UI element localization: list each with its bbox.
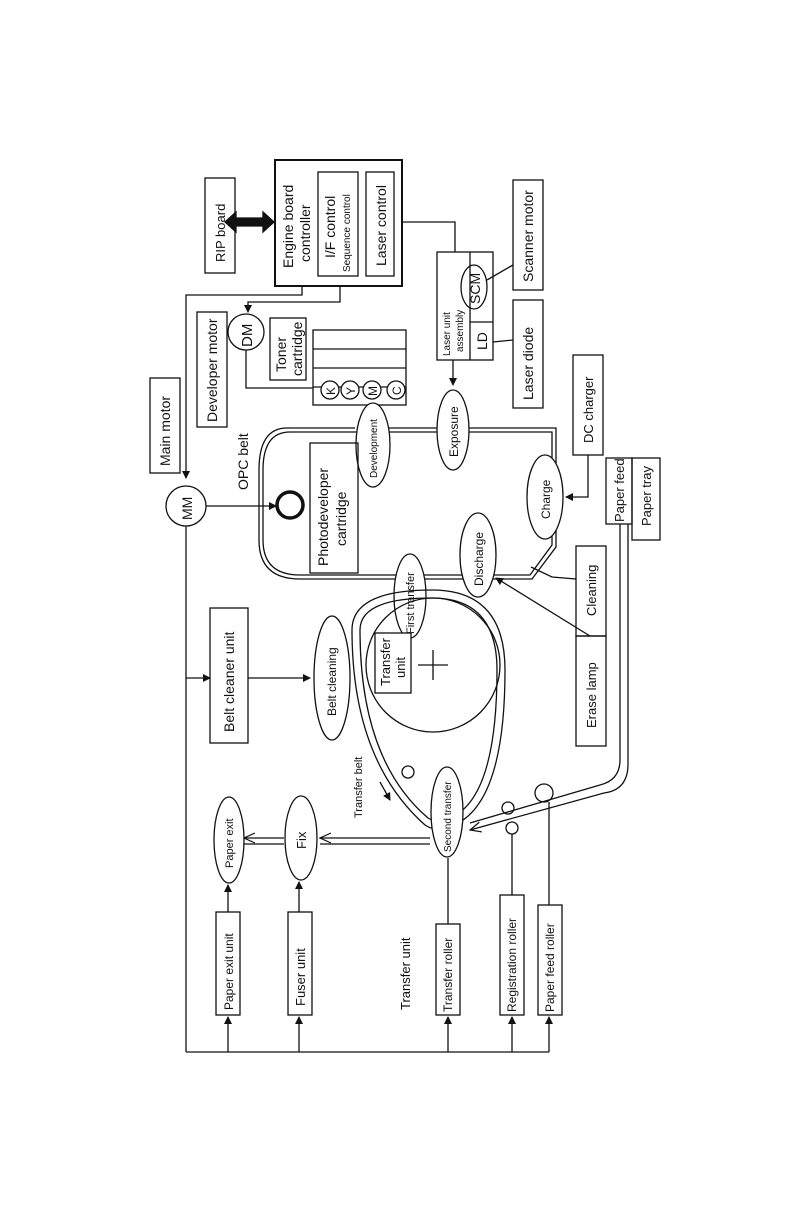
- transfer-unit-label-box: [374, 632, 412, 694]
- toner-label-1: Toner: [273, 337, 289, 372]
- cleaning-label: Cleaning: [584, 565, 599, 616]
- exposure-label: Exposure: [447, 406, 461, 457]
- belt-cleaning-ellipse: [313, 615, 351, 741]
- charge-ellipse: [526, 454, 564, 540]
- developer-motor-box: [196, 311, 228, 428]
- development-ellipse: [355, 402, 391, 488]
- main-motor-label: Main motor: [157, 396, 173, 466]
- toner-cartridges: [312, 329, 407, 406]
- exposure-ellipse: [436, 389, 470, 471]
- scm-ellipse: [460, 264, 488, 310]
- paper-feed-roller-circle: [534, 783, 554, 803]
- engine-board-label-2: controller: [297, 204, 313, 262]
- erase-lamp-label: Erase lamp: [584, 662, 599, 728]
- toner-k-label: K: [324, 387, 338, 395]
- fuser-unit-label: Fuser unit: [293, 948, 308, 1006]
- second-transfer-label: Second transfer: [443, 781, 454, 852]
- rip-engine-link-icon: [224, 210, 275, 234]
- paper-feed-label: Paper feed: [612, 458, 627, 522]
- paper-exit-label: Paper exit: [224, 818, 236, 868]
- paper-exit-ellipse: [213, 796, 245, 884]
- second-transfer-ellipse: [430, 766, 464, 858]
- paper-tray-label: Paper tray: [639, 466, 654, 526]
- engine-board-label-1: Engine board: [280, 185, 296, 268]
- charge-label: Charge: [539, 479, 553, 519]
- dc-charger-label: DC charger: [581, 376, 596, 443]
- laser-control-box: [365, 171, 395, 277]
- laser-diode-label: Laser diode: [520, 327, 536, 400]
- paper-feed-roller-box: [537, 904, 563, 1016]
- ld-label: LD: [474, 332, 490, 350]
- development-label: Development: [369, 419, 380, 478]
- opc-drum-icon: [275, 490, 305, 520]
- main-motor-box: [149, 377, 181, 474]
- transfer-belt-label: Transfer belt: [353, 757, 365, 818]
- first-transfer-label: First transfer: [405, 572, 417, 634]
- scanner-motor-label: Scanner motor: [520, 190, 536, 282]
- laser-control-label: Laser control: [373, 185, 389, 266]
- engine-board-box: [274, 159, 403, 287]
- if-control-box: [317, 171, 359, 277]
- laser-unit-label-2: assembly: [455, 310, 466, 352]
- toner-cartridge-label-box: [269, 317, 307, 381]
- transfer-unit-label-2: unit: [393, 657, 408, 678]
- transfer-roller-circle: [365, 597, 501, 733]
- discharge-label: Discharge: [472, 532, 486, 586]
- toner-y-label: Y: [344, 387, 358, 395]
- photodeveloper-label-2: cartridge: [333, 491, 349, 546]
- toner-c-label: C: [390, 386, 404, 395]
- sequence-control-label: Sequence control: [342, 194, 353, 272]
- paper-feed-roller-label: Paper feed roller: [543, 923, 557, 1012]
- belt-cleaner-unit-label: Belt cleaner unit: [221, 631, 237, 732]
- opc-belt-label: OPC belt: [235, 433, 251, 490]
- transfer-unit-bottom-label: Transfer unit: [398, 937, 413, 1010]
- dm-label: DM: [239, 324, 256, 347]
- laser-unit-label-1: Laser unit: [442, 312, 453, 356]
- if-control-label: I/F control: [322, 196, 338, 258]
- photodeveloper-label-1: Photodeveloper: [315, 468, 331, 566]
- erase-lamp-box: [575, 635, 607, 747]
- toner-label-2: cartridge: [289, 321, 305, 376]
- paper-exit-unit-label: Paper exit unit: [222, 933, 236, 1010]
- belt-cleaning-label: Belt cleaning: [325, 647, 339, 716]
- fix-label: Fix: [294, 831, 309, 849]
- scanner-motor-box: [512, 179, 544, 291]
- belt-roller-small: [401, 765, 415, 779]
- developer-motor-label: Developer motor: [204, 318, 220, 422]
- scm-label: SCM: [467, 273, 483, 304]
- registration-roller-label: Registration roller: [505, 918, 519, 1012]
- registration-roller-circle-2: [505, 821, 519, 835]
- photodeveloper-box: [309, 442, 359, 574]
- toner-m-label: M: [366, 386, 380, 396]
- paper-tray-box: [631, 457, 661, 541]
- fix-ellipse: [284, 795, 318, 881]
- rip-board-label: RIP board: [213, 204, 228, 262]
- laser-diode-box: [512, 299, 544, 409]
- registration-roller-circle: [501, 801, 515, 815]
- discharge-ellipse: [459, 512, 497, 598]
- mm-label: MM: [179, 497, 195, 520]
- fuser-unit-box: [287, 911, 313, 1016]
- transfer-roller-label: Transfer roller: [441, 938, 455, 1012]
- transfer-unit-label-1: Transfer: [378, 637, 393, 686]
